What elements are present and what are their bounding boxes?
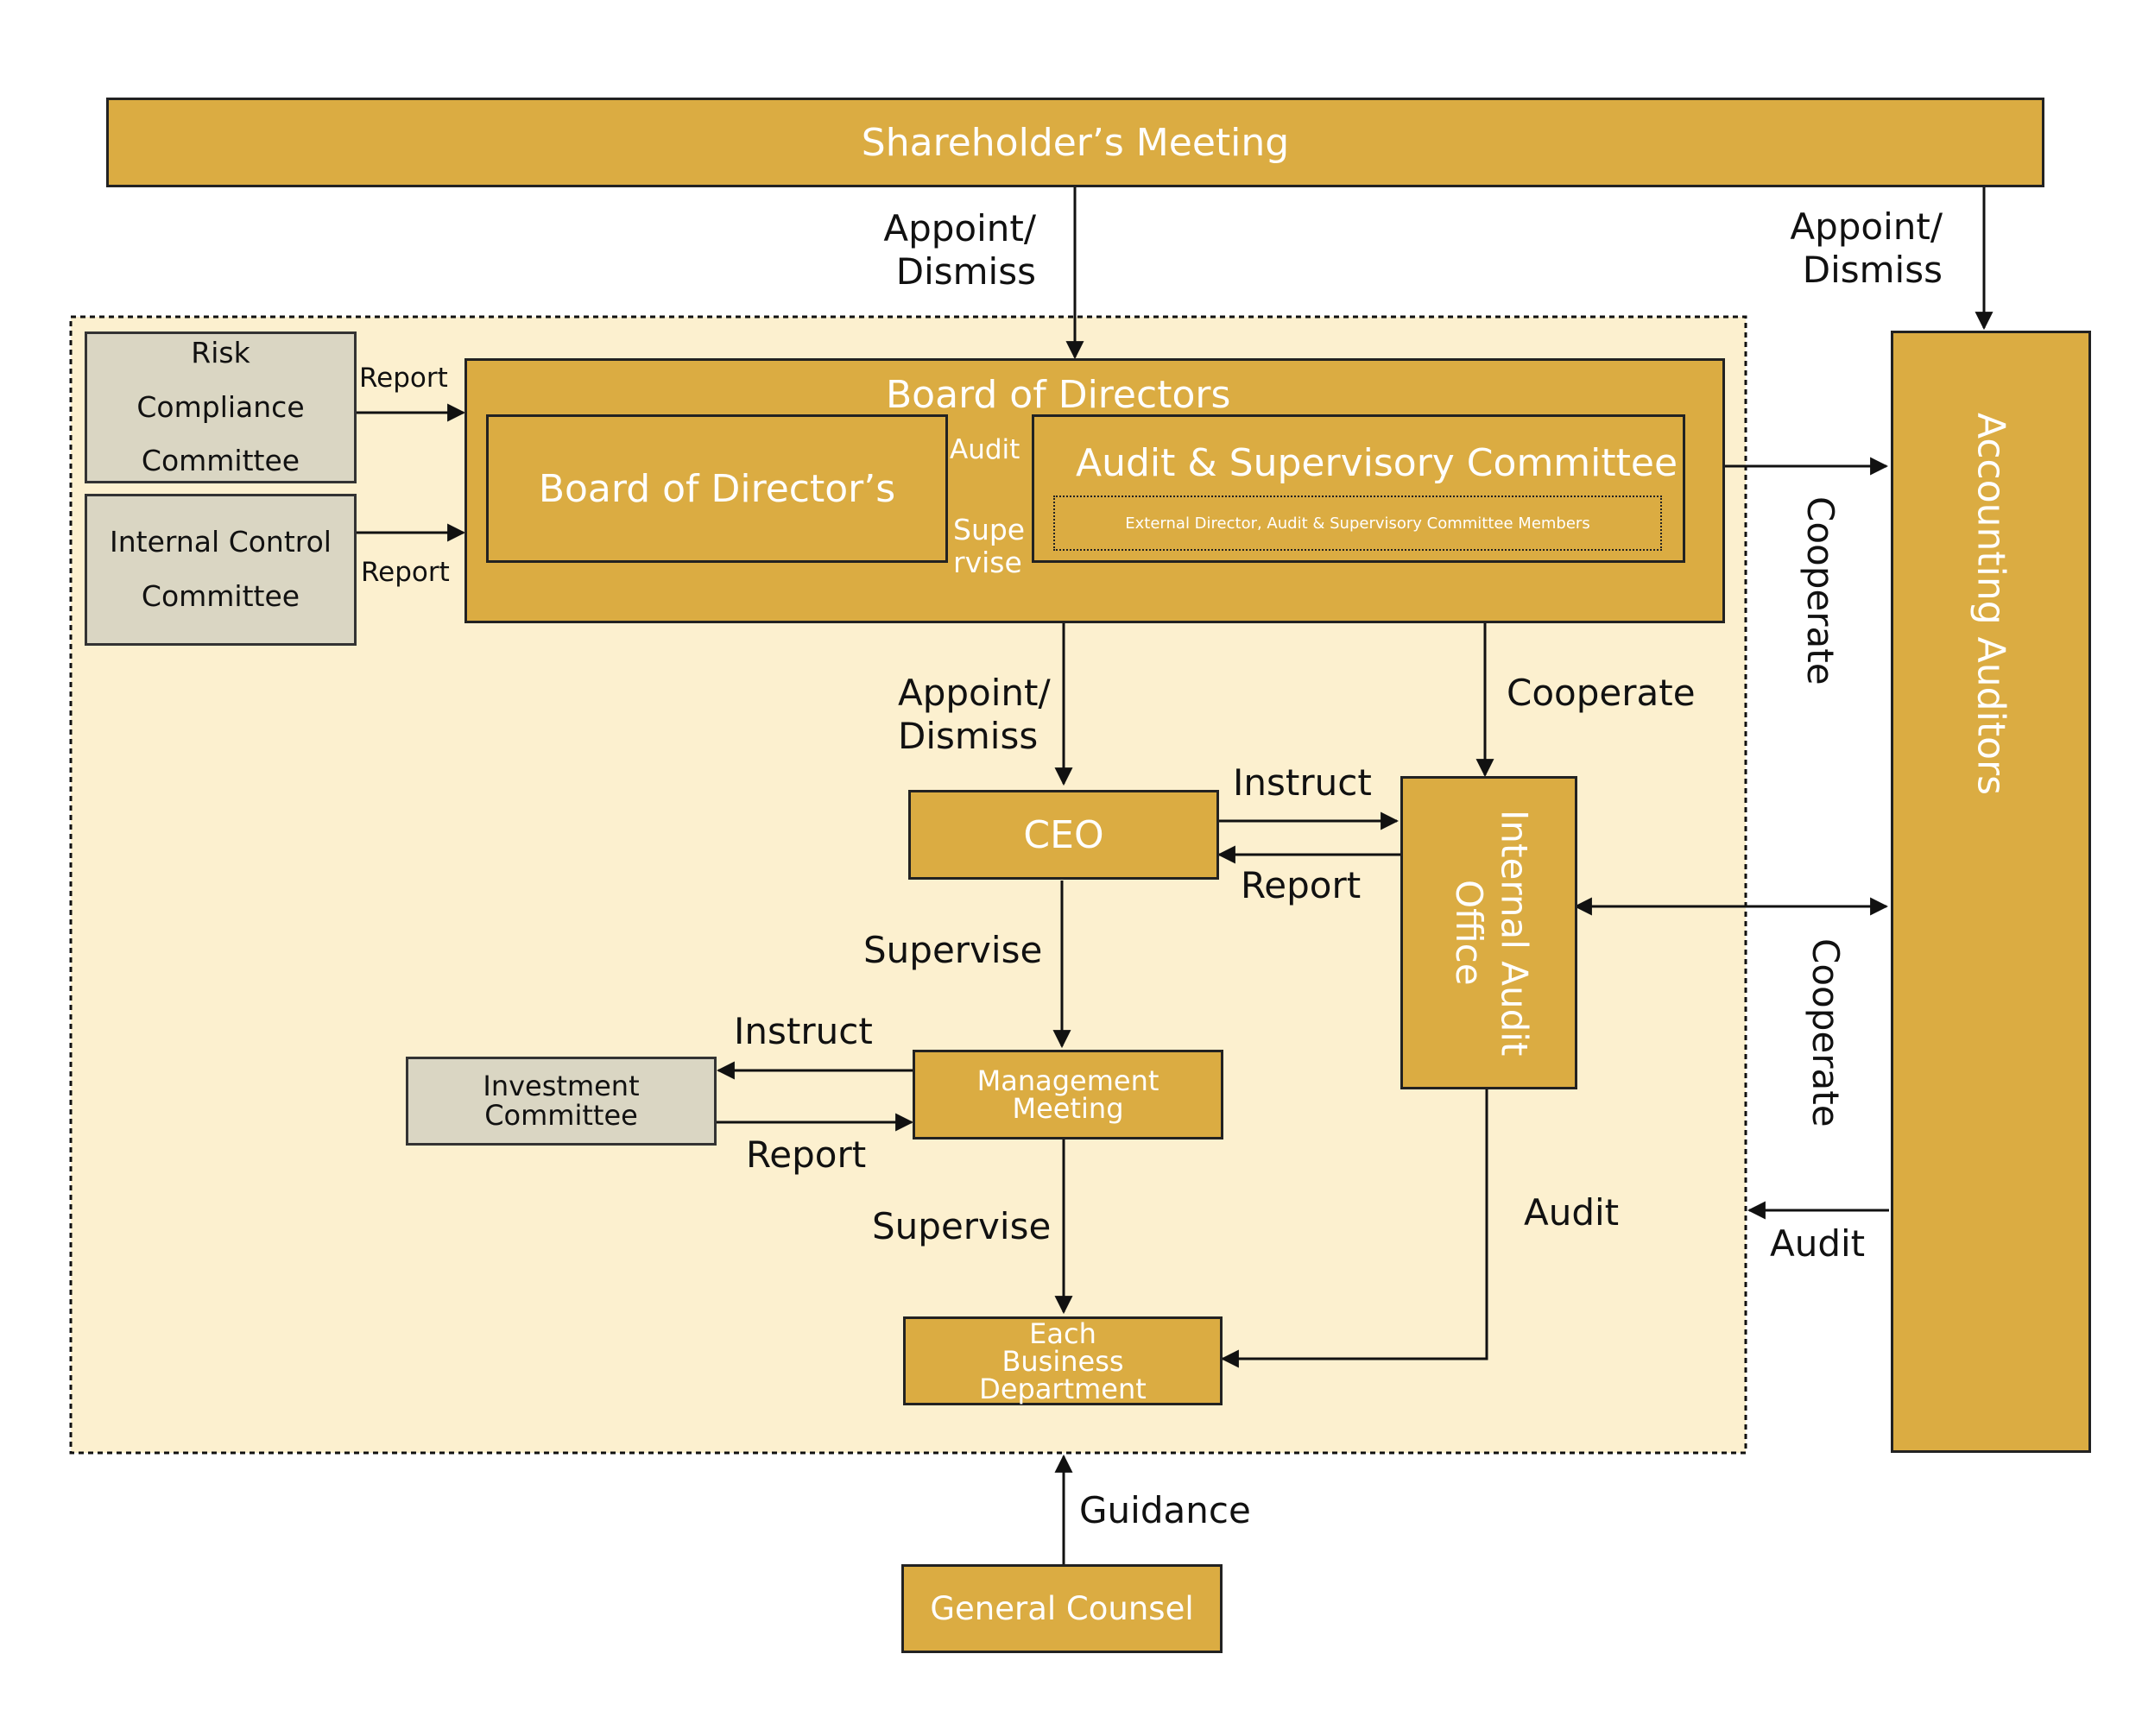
report-label-risk: Report xyxy=(359,363,448,394)
board-of-directors-label: Board of Directors xyxy=(886,373,1231,417)
shareholders-meeting-label: Shareholder’s Meeting xyxy=(861,120,1290,165)
instruct-label-mm: Instruct xyxy=(734,1010,873,1052)
arrow-iao-audit xyxy=(1220,1089,1488,1368)
audit-committee-members-box: External Director, Audit & Supervisory C… xyxy=(1053,496,1662,551)
board-of-directors-inner-label: Board of Director’s xyxy=(538,466,896,511)
risk-compliance-committee-label: Risk Compliance Committee xyxy=(136,335,305,478)
guidance-label: Guidance xyxy=(1079,1489,1251,1531)
internal-control-committee-label: Internal Control Committee xyxy=(110,525,332,613)
audit-supervisory-committee-label: Audit & Supervisory Committee xyxy=(1076,441,1678,485)
report-label-mm: Report xyxy=(746,1133,867,1176)
supervise-label-mm: Supervise xyxy=(872,1205,1052,1247)
audit-committee-members-label: External Director, Audit & Supervisory C… xyxy=(1125,514,1590,533)
appoint-dismiss-label-1: Appoint/ Dismiss xyxy=(883,207,1036,294)
internal-audit-office-label: Internal Audit Office xyxy=(1448,809,1536,1057)
each-business-department-label: Each Business Department xyxy=(979,1316,1147,1405)
shareholders-meeting-box: Shareholder’s Meeting xyxy=(106,98,2044,187)
ceo-label: CEO xyxy=(1023,812,1104,857)
report-label-ceo: Report xyxy=(1241,864,1362,906)
cooperate-label-asc-iao: Cooperate xyxy=(1507,672,1696,714)
management-meeting-box: Management Meeting xyxy=(913,1050,1223,1139)
general-counsel-label: General Counsel xyxy=(930,1590,1194,1627)
appoint-dismiss-label-2: Appoint/ Dismiss xyxy=(1790,205,1943,292)
supervise-label-ceo: Supervise xyxy=(863,929,1043,971)
management-meeting-label: Management Meeting xyxy=(976,1064,1159,1125)
risk-compliance-committee-box: Risk Compliance Committee xyxy=(85,331,357,483)
internal-audit-office-box: Internal Audit Office xyxy=(1400,776,1577,1089)
appoint-dismiss-label-3: Appoint/ Dismiss xyxy=(898,672,1051,758)
instruct-label-ceo: Instruct xyxy=(1233,761,1372,804)
ceo-box: CEO xyxy=(908,790,1219,880)
each-business-department-box: Each Business Department xyxy=(903,1316,1223,1405)
audit-label-iao: Audit xyxy=(1524,1191,1620,1234)
audit-label-auditors: Audit xyxy=(1770,1222,1866,1265)
board-of-directors-inner-box: Board of Director’s xyxy=(486,414,948,563)
report-label-internal: Report xyxy=(361,557,450,588)
audit-inner-label: Audit xyxy=(950,434,1020,465)
accounting-auditors-box: Accounting Auditors xyxy=(1891,331,2091,1453)
investment-committee-label: Investment Committee xyxy=(483,1069,640,1132)
internal-control-committee-box: Internal Control Committee xyxy=(85,494,357,646)
investment-committee-box: Investment Committee xyxy=(406,1057,717,1146)
cooperate-label-asc-auditors: Cooperate xyxy=(1799,496,1842,685)
accounting-auditors-label: Accounting Auditors xyxy=(1968,413,2013,796)
supervise-inner-label: Supe rvise xyxy=(953,513,1026,579)
audit-supervisory-committee-box: Audit & Supervisory Committee External D… xyxy=(1032,414,1685,563)
general-counsel-box: General Counsel xyxy=(901,1564,1223,1653)
cooperate-label-iao-auditors: Cooperate xyxy=(1804,938,1847,1127)
